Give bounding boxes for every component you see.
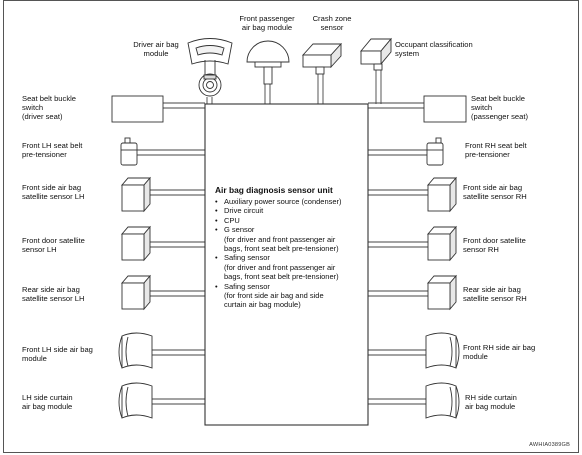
front-side-sat-sensor-rh-icon — [427, 176, 457, 213]
passenger-airbag-icon — [246, 40, 290, 85]
ecu-item: Auxiliary power source (condenser) — [215, 197, 342, 207]
pretensioner-lh-icon — [120, 137, 138, 166]
diagram-border — [3, 0, 579, 453]
label-rear-side-sat-rh: Rear side air bag satellite sensor RH — [463, 285, 527, 304]
label-crash-zone-sensor: Crash zone sensor — [312, 14, 352, 33]
label-buckle-switch-driver: Seat belt buckle switch (driver seat) — [22, 94, 77, 122]
front-rh-side-airbag-icon — [425, 332, 460, 369]
ecu-item: G sensor (for driver and front passenger… — [215, 225, 342, 253]
rear-side-sat-sensor-lh-icon — [121, 274, 151, 311]
label-front-door-sat-rh: Front door satellite sensor RH — [463, 236, 526, 255]
ecu-title: Air bag diagnosis sensor unit — [215, 185, 333, 195]
label-driver-airbag: Driver air bag module — [133, 40, 179, 59]
rh-curtain-airbag-icon — [425, 382, 460, 419]
pretensioner-rh-icon — [426, 137, 444, 166]
label-front-rh-side-airbag: Front RH side air bag module — [463, 343, 536, 362]
crash-zone-sensor-icon — [301, 42, 343, 75]
front-door-sat-sensor-rh-icon — [427, 225, 457, 262]
label-occupant-classification: Occupant classification system — [395, 40, 473, 59]
rear-side-sat-sensor-rh-icon — [427, 274, 457, 311]
ecu-function-list: Auxiliary power source (condenser) Drive… — [215, 197, 342, 310]
label-pretensioner-lh: Front LH seat belt pre-tensioner — [22, 141, 83, 160]
buckle-switch-passenger-icon — [423, 95, 467, 123]
label-front-door-sat-lh: Front door satellite sensor LH — [22, 236, 85, 255]
lh-curtain-airbag-icon — [118, 382, 153, 419]
label-front-side-sat-rh: Front side air bag satellite sensor RH — [463, 183, 527, 202]
label-front-lh-side-airbag: Front LH side air bag module — [22, 345, 93, 364]
occupant-classification-icon — [360, 37, 392, 71]
label-lh-curtain-airbag: LH side curtain air bag module — [22, 393, 73, 412]
ecu-item: Safing sensor (for front side air bag an… — [215, 282, 342, 310]
front-side-sat-sensor-lh-icon — [121, 176, 151, 213]
label-passenger-airbag: Front passenger air bag module — [239, 14, 295, 33]
buckle-switch-driver-icon — [111, 95, 164, 123]
label-rear-side-sat-lh: Rear side air bag satellite sensor LH — [22, 285, 85, 304]
label-buckle-switch-passenger: Seat belt buckle switch (passenger seat) — [471, 94, 528, 122]
ecu-item: Drive circuit — [215, 206, 342, 216]
label-front-side-sat-lh: Front side air bag satellite sensor LH — [22, 183, 85, 202]
front-lh-side-airbag-icon — [118, 332, 153, 369]
ecu-item: CPU — [215, 216, 342, 226]
label-rh-curtain-airbag: RH side curtain air bag module — [465, 393, 517, 412]
driver-airbag-icon — [187, 38, 233, 97]
ecu-item: Safing sensor (for driver and front pass… — [215, 253, 342, 281]
label-pretensioner-rh: Front RH seat belt pre-tensioner — [465, 141, 527, 160]
harness-lines — [137, 70, 428, 405]
front-door-sat-sensor-lh-icon — [121, 225, 151, 262]
figure-reference-code: AWHIA0389GB — [529, 442, 570, 448]
